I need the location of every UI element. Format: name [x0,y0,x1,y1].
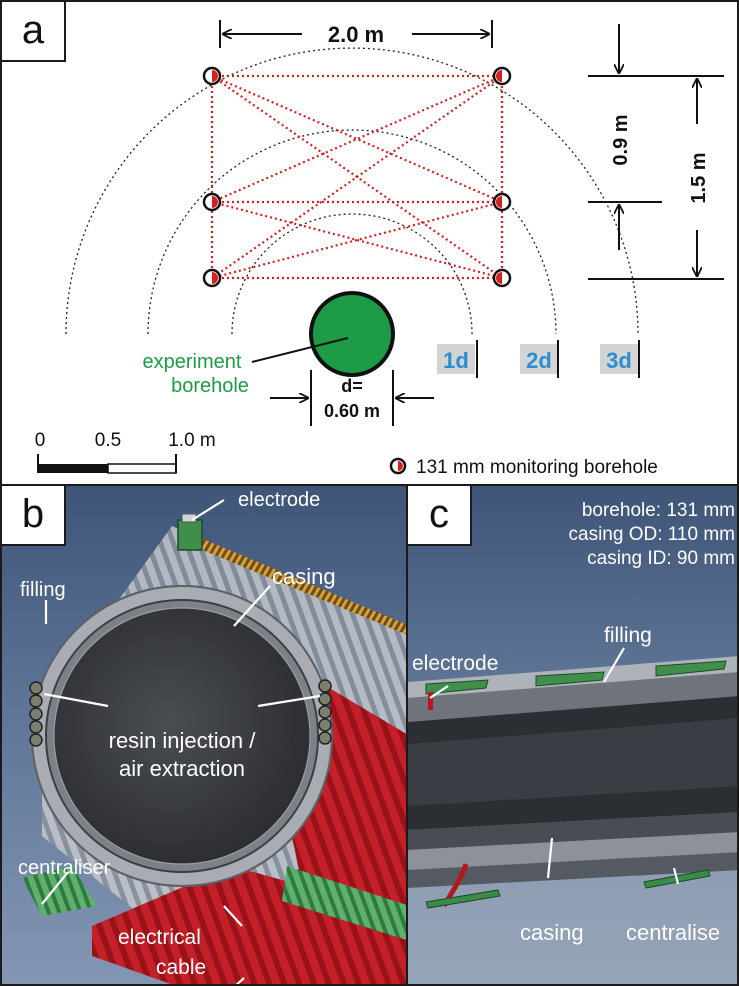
panel-a: experiment borehole d= 0.60 m 1d 2d 3d [0,0,739,486]
diameter-label-line1: d= [341,376,363,396]
injection-tubes-left [29,681,43,747]
radius-arc-1d [231,213,473,335]
panel-b: electrode casing filling resin injection… [0,484,408,986]
borehole-label-line1: experiment [143,351,242,373]
monitoring-borehole [492,66,512,86]
label-casing: casing [520,920,584,945]
label-centraliser: centralise [626,920,720,945]
panel-a-diagram: experiment borehole d= 0.60 m 1d 2d 3d [35,20,724,478]
monitoring-borehole [202,268,222,288]
borehole-leader-line [251,337,349,363]
radius-arc-3d [65,47,639,335]
dimension-width-label: 2.0 m [328,22,384,47]
spec-borehole: borehole: 131 mm [582,500,735,521]
monitoring-connections [210,74,504,280]
scale-label-10: 1.0 m [168,430,216,451]
legend-text: 131 mm monitoring borehole [416,457,658,478]
monitoring-borehole [492,192,512,212]
svg-text:1d: 1d [443,348,469,373]
scale-label-0: 0 [35,430,46,451]
borehole-label-line2: borehole [171,375,249,397]
spec-casing-od: casing OD: 110 mm [569,524,735,545]
svg-text:3d: 3d [606,348,632,373]
electrode-wire [188,536,406,635]
casing-interior [53,607,311,865]
label-electrode: electrode [238,489,320,511]
radius-label-3d: 3d [600,340,640,378]
monitoring-borehole [492,268,512,288]
label-filling: filling [604,624,652,647]
label-resin-line1: resin injection / [109,728,257,753]
injection-tubes-right [318,679,332,745]
radius-arc-2d [147,129,557,335]
monitoring-borehole [202,66,222,86]
dimension-15-label: 1.5 m [688,152,710,203]
label-resin-line2: air extraction [119,756,245,781]
spec-casing-id: casing ID: 90 mm [587,548,735,569]
svg-text:2d: 2d [526,348,552,373]
monitoring-borehole [202,192,222,212]
panel-c-render: borehole: 131 mm casing OD: 110 mm casin… [408,500,737,984]
panel-a-tag: a [2,2,66,62]
scale-bar [37,454,177,474]
panel-c: borehole: 131 mm casing OD: 110 mm casin… [406,484,739,986]
label-centraliser: centraliser [18,857,111,879]
label-electrode: electrode [412,652,498,675]
scale-label-05: 0.5 [95,430,121,451]
dimension-09-label: 0.9 m [610,114,632,165]
filling-band-top [408,672,737,722]
centraliser-part [22,866,97,916]
electrode-block [177,519,203,551]
panel-c-tag: c [408,486,472,546]
panel-b-tag: b [2,486,66,546]
panel-b-render: electrode casing filling resin injection… [18,489,406,984]
radius-label-1d: 1d [437,340,478,378]
diameter-label-line2: 0.60 m [324,401,380,421]
label-cable-line1: electrical [118,926,201,949]
label-cable-line2: cable [156,956,206,979]
label-filling: filling [20,579,66,601]
legend-symbol [389,457,407,475]
monitoring-boreholes [202,66,512,288]
label-casing: casing [272,564,336,589]
experiment-borehole [309,291,395,377]
radius-label-2d: 2d [520,340,559,378]
